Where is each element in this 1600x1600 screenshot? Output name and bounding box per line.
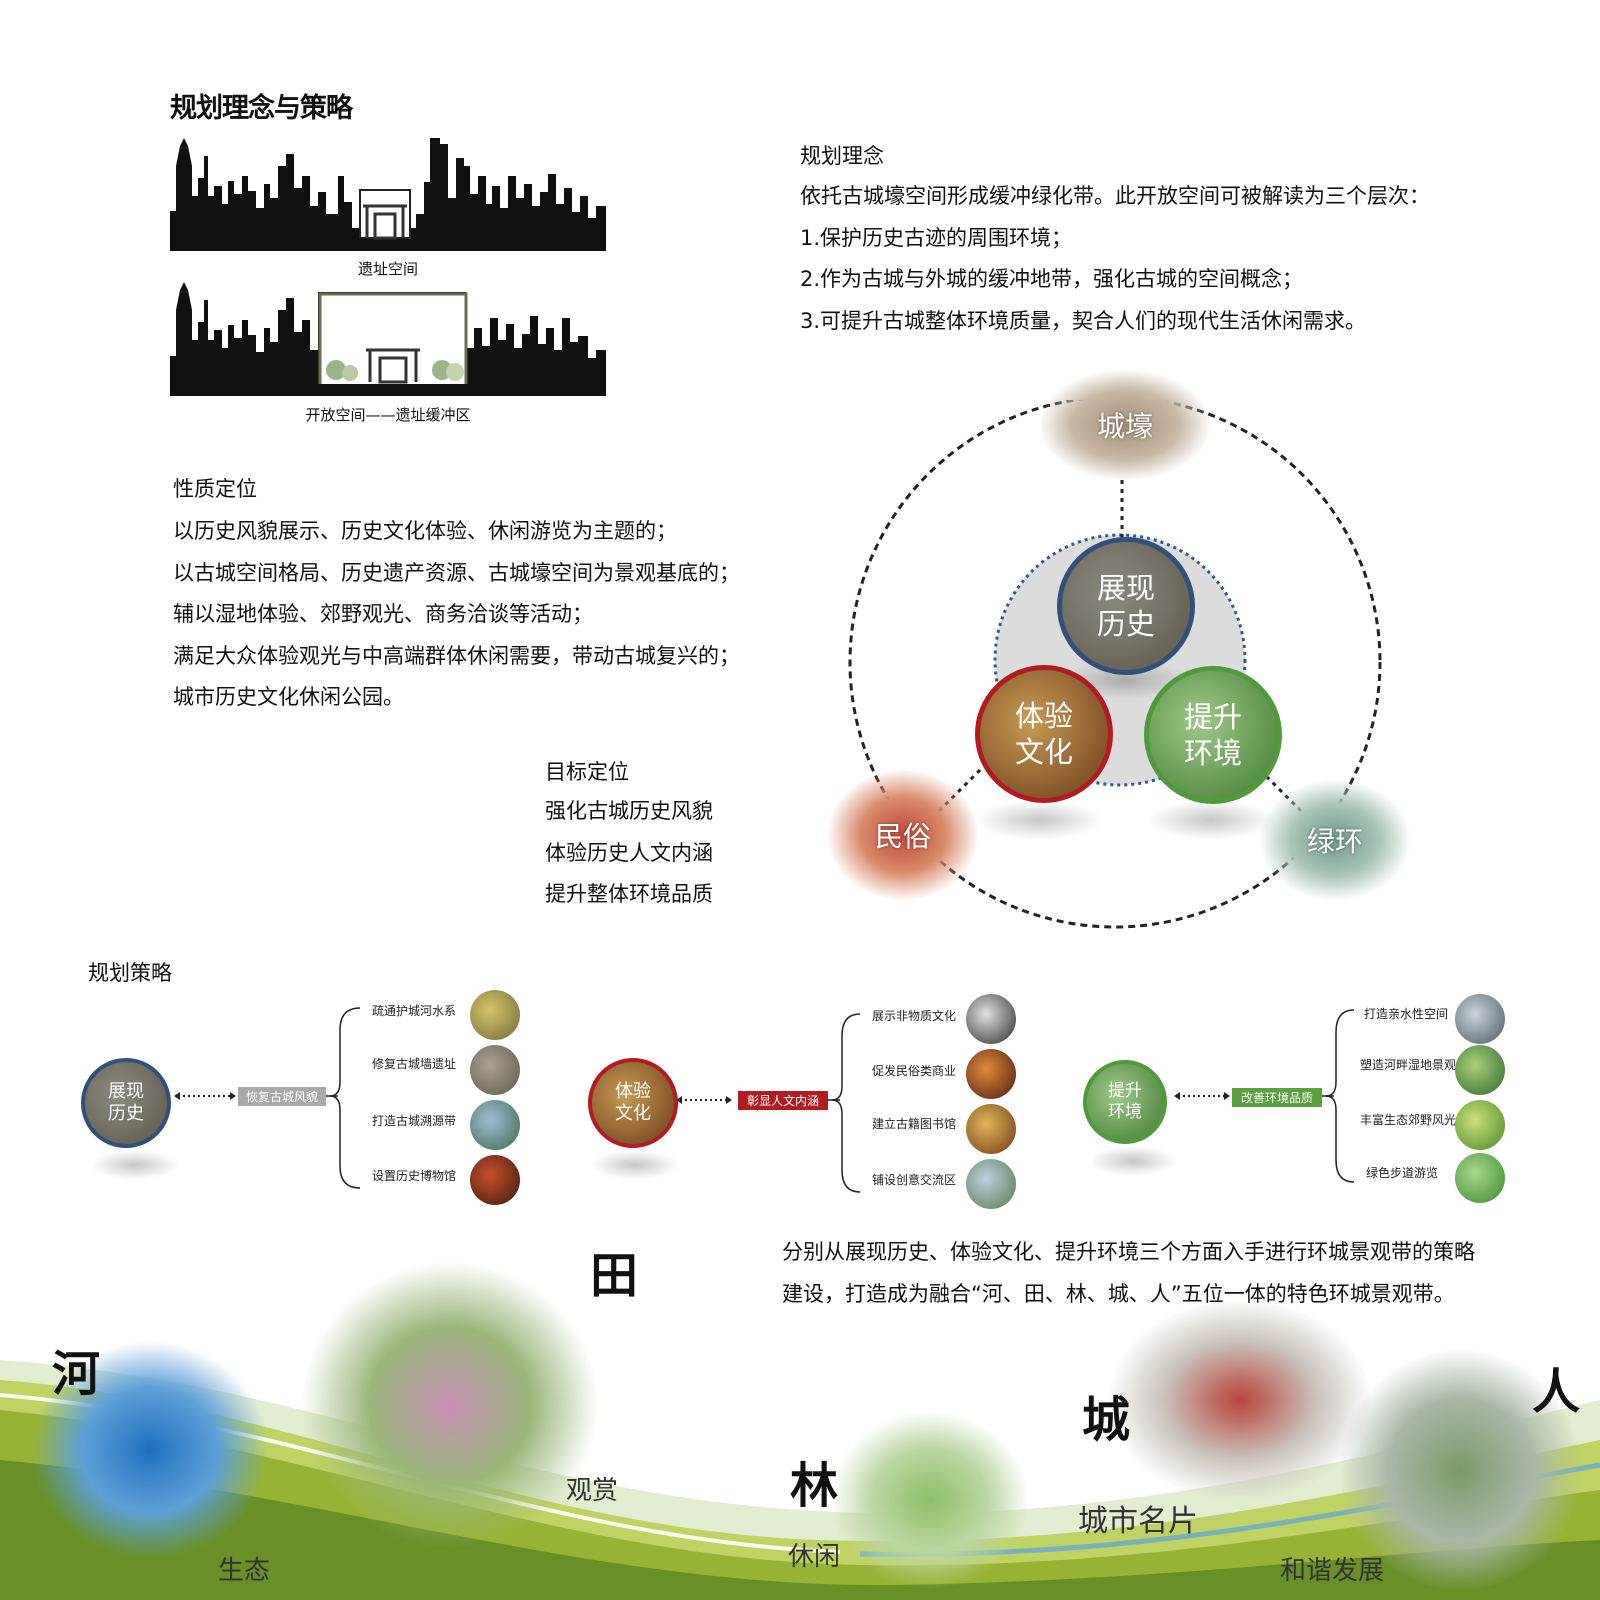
forest-photo [830,1410,1030,1590]
moat-label: 城壕 [1096,410,1153,443]
positioning-line-4: 满足大众体验观光与中高端群体休闲需要，带动古城复兴的； [173,643,740,668]
strategy-item: 建立古籍图书馆 [872,1117,957,1131]
skyline-buffer-illustration [170,282,606,396]
strategy-thumb [966,1104,1016,1154]
strategy-connectors [174,1007,1355,1193]
strategy-thumb [470,990,520,1040]
inner-node-environment: 提升环境 [1144,666,1282,804]
harmony-label: 和谐发展 [1280,1556,1385,1586]
strategy-thumb [470,1045,520,1095]
strategy-item: 绿色步道游览 [1366,1166,1439,1180]
strategy-thumb [966,1159,1016,1209]
inner-node-culture: 体验文化 [975,665,1113,803]
green-ring-bubble: 绿环 [1260,780,1410,900]
strategy-item: 展示非物质文化 [872,1009,957,1023]
positioning-heading: 性质定位 [173,477,257,501]
positioning-text: 以历史风貌展示、历史文化体验、休闲游览为主题的； 以古城空间格局、历史遗产资源、… [173,511,813,719]
field-photo [300,1260,600,1550]
strategy-item: 修复古城墙遗址 [372,1057,457,1071]
field-char: 田 [590,1248,639,1304]
positioning-line-1: 以历史风貌展示、历史文化体验、休闲游览为主题的； [173,519,677,543]
strategy-tag-restore: 恢复古城风貌 [238,1087,326,1106]
moat-bubble: 城壕 [1040,370,1210,480]
people-photo [1340,1350,1580,1590]
skyline-caption-1: 遗址空间 [357,260,418,278]
strategy-item: 疏通护城河水系 [372,1004,457,1018]
strategy-thumb [1455,1100,1505,1150]
positioning-line-3: 辅以湿地体验、郊野观光、商务洽谈等活动； [173,602,593,626]
strategy-item: 丰富生态郊野风光 [1360,1113,1457,1127]
concept-line-2: 1.保护历史古迹的周围环境； [800,225,1073,250]
city-card-label: 城市名片 [1078,1504,1198,1539]
goal-line-1: 强化古城历史风貌 [545,799,713,823]
concept-heading: 规划理念 [800,144,884,168]
inner-node-history: 展现历史 [1057,537,1195,675]
goals-text: 强化古城历史风貌 体验历史人文内涵 提升整体环境品质 [545,791,713,916]
strategy-thumb [1455,994,1505,1044]
green-ring-label: 绿环 [1306,825,1363,858]
goals-heading: 目标定位 [545,760,629,784]
folk-custom-bubble: 民俗 [828,770,978,900]
strategy-node-environment: 提升环境 [1083,1060,1167,1144]
goal-line-3: 提升整体环境品质 [545,882,713,906]
strategy-node-history: 展现历史 [81,1058,171,1148]
strategy-tag-culture: 彰显人文内涵 [738,1091,828,1110]
strategy-thumb [470,1155,520,1205]
gate-icon [363,204,407,240]
strategy-thumb [966,1049,1016,1099]
skyline-caption-2: 开放空间——遗址缓冲区 [305,406,471,424]
strategy-item: 打造古城溯源带 [372,1114,457,1128]
concept-text: 依托古城壕空间形成缓冲绿化带。此开放空间可被解读为三个层次： 1.保护历史古迹的… [800,176,1580,342]
strategy-thumb [470,1100,520,1150]
river-char: 河 [52,1346,101,1402]
folk-custom-label: 民俗 [874,820,931,853]
positioning-line-5: 城市历史文化休闲公园。 [173,685,404,709]
strategy-item: 铺设创意交流区 [872,1173,957,1187]
city-photo [1110,1300,1370,1500]
forest-char: 林 [790,1458,839,1514]
summary-line-1: 分别从展现历史、体验文化、提升环境三个方面入手进行环城景观带的策略 [782,1240,1475,1264]
leisure-label: 休闲 [788,1542,841,1572]
city-char: 城 [1082,1392,1131,1448]
concept-line-1: 依托古城壕空间形成缓冲绿化带。此开放空间可被解读为三个层次： [800,184,1430,208]
strategy-thumb [966,994,1016,1044]
summary-text: 分别从展现历史、体验文化、提升环境三个方面入手进行环城景观带的策略 建设，打造成… [782,1232,1582,1315]
strategy-node-culture: 体验文化 [588,1058,678,1148]
strategy-tag-environment: 改善环境品质 [1232,1088,1322,1107]
strategy-item: 塑造河畔湿地景观 [1360,1058,1457,1072]
strategy-item: 促发民俗类商业 [872,1064,957,1078]
positioning-line-2: 以古城空间格局、历史遗产资源、古城壕空间为景观基底的； [173,560,740,585]
viewing-label: 观赏 [566,1476,619,1506]
gate-icon [366,348,420,384]
strategy-thumb [1455,1045,1505,1095]
strategy-heading: 规划策略 [88,961,172,985]
concept-line-4: 3.可提升古城整体环境质量，契合人们的现代生活休闲需求。 [800,308,1367,333]
ecology-label: 生态 [218,1556,271,1586]
strategy-item: 打造亲水性空间 [1364,1007,1449,1021]
strategy-item: 设置历史博物馆 [372,1169,457,1183]
page-title: 规划理念与策略 [170,93,353,124]
strategy-thumb [1455,1153,1505,1203]
people-char: 人 [1532,1364,1581,1420]
skyline-heritage-illustration [170,138,606,251]
concept-line-3: 2.作为古城与外城的缓冲地带，强化古城的空间概念； [800,267,1304,291]
goal-line-2: 体验历史人文内涵 [545,840,713,865]
river-photo [30,1340,270,1560]
summary-line-2: 建设，打造成为融合“河、田、林、城、人”五位一体的特色环城景观带。 [782,1281,1455,1306]
